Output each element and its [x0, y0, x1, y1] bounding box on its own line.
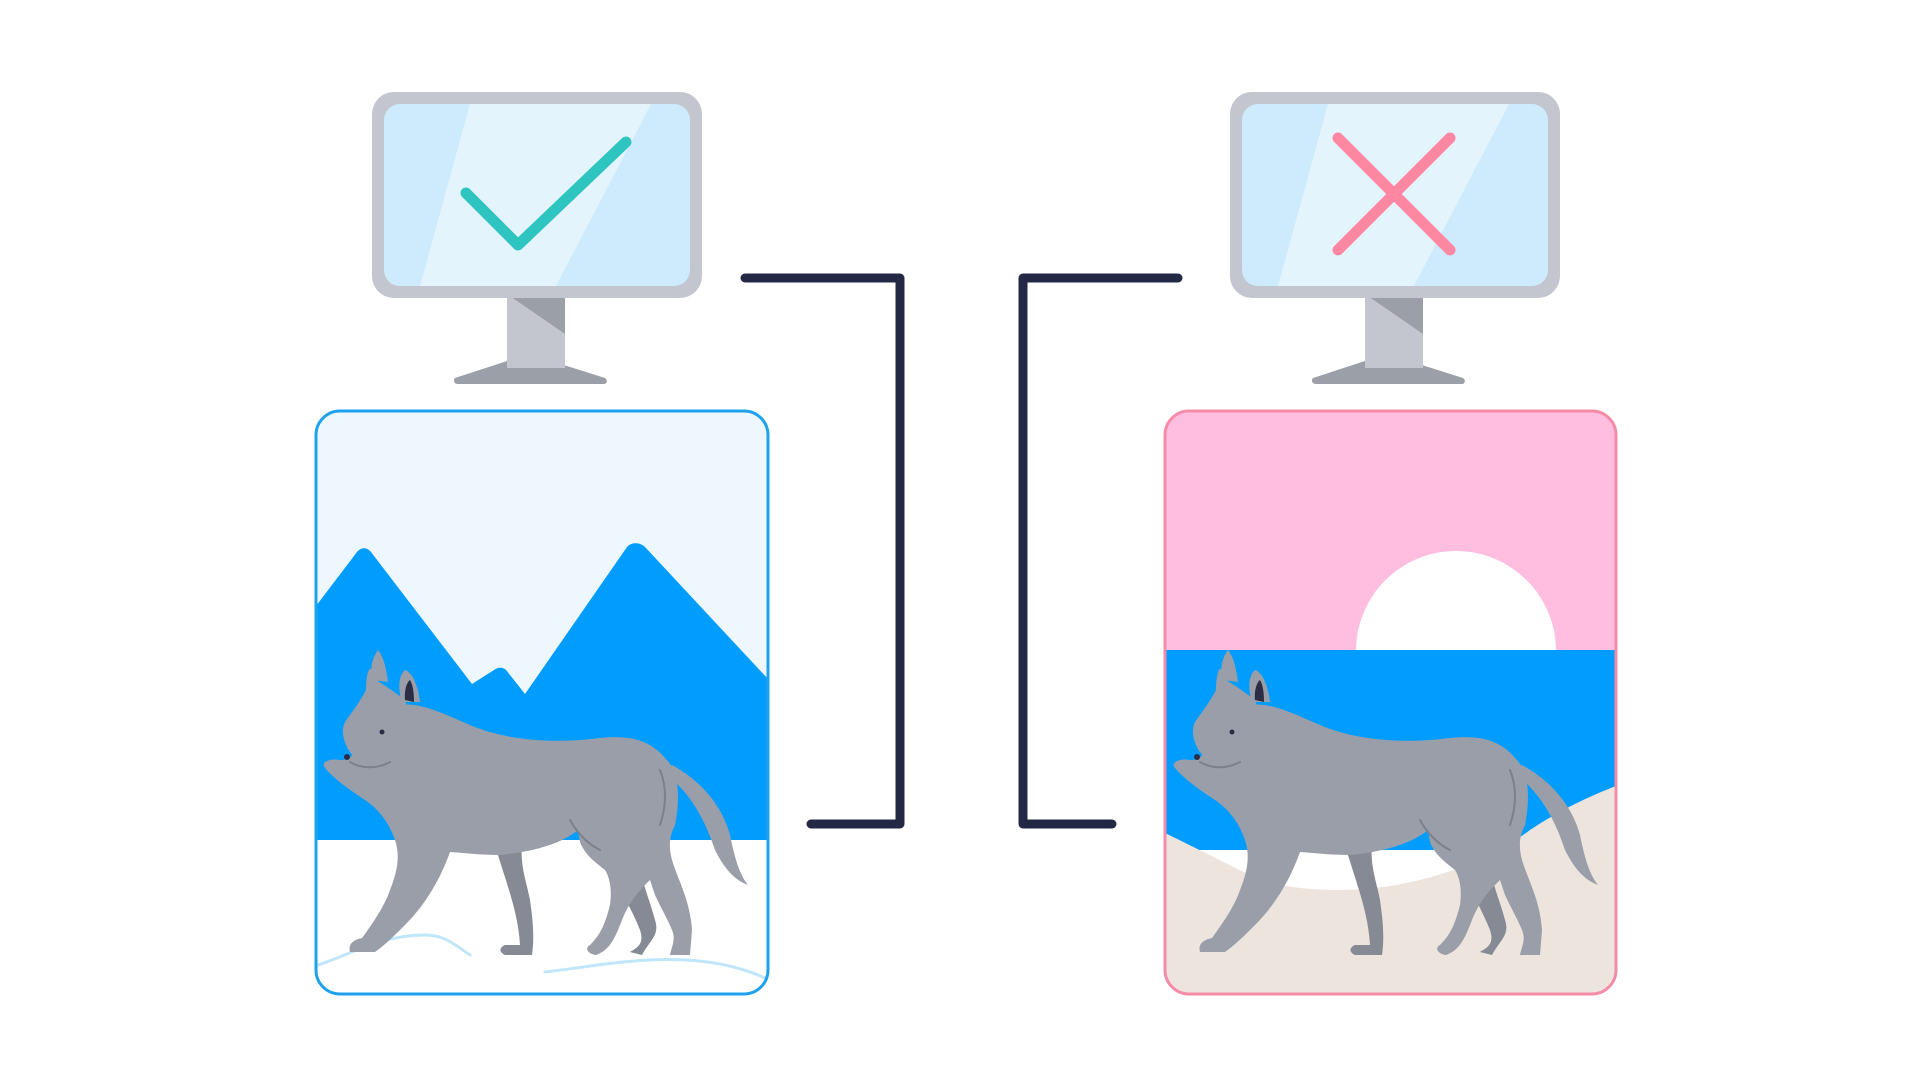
right-group	[1018, 92, 1618, 996]
scene-sand	[1165, 786, 1616, 994]
checkmark-icon	[460, 136, 632, 251]
monitor-glare	[420, 104, 651, 286]
monitor-stand-base	[1312, 360, 1465, 384]
scene-sun	[1356, 551, 1556, 651]
cross-icon	[1332, 132, 1456, 256]
connector-bracket-right	[1018, 273, 1183, 829]
image-card-frame	[1163, 409, 1618, 996]
image-card-frame	[314, 409, 770, 996]
snow-drift	[543, 958, 767, 980]
monitor-stand-base	[454, 360, 607, 384]
image-card-snowy-scene	[314, 409, 770, 996]
monitor-correct	[372, 92, 702, 384]
monitor-stand-shadow	[1365, 294, 1423, 334]
snow-drift	[316, 933, 472, 967]
image-card-beach-scene	[1163, 409, 1618, 996]
monitor-stand-shadow	[507, 294, 565, 334]
connector-bracket-left	[740, 273, 905, 829]
monitor-incorrect	[1230, 92, 1560, 384]
left-group	[314, 92, 905, 996]
